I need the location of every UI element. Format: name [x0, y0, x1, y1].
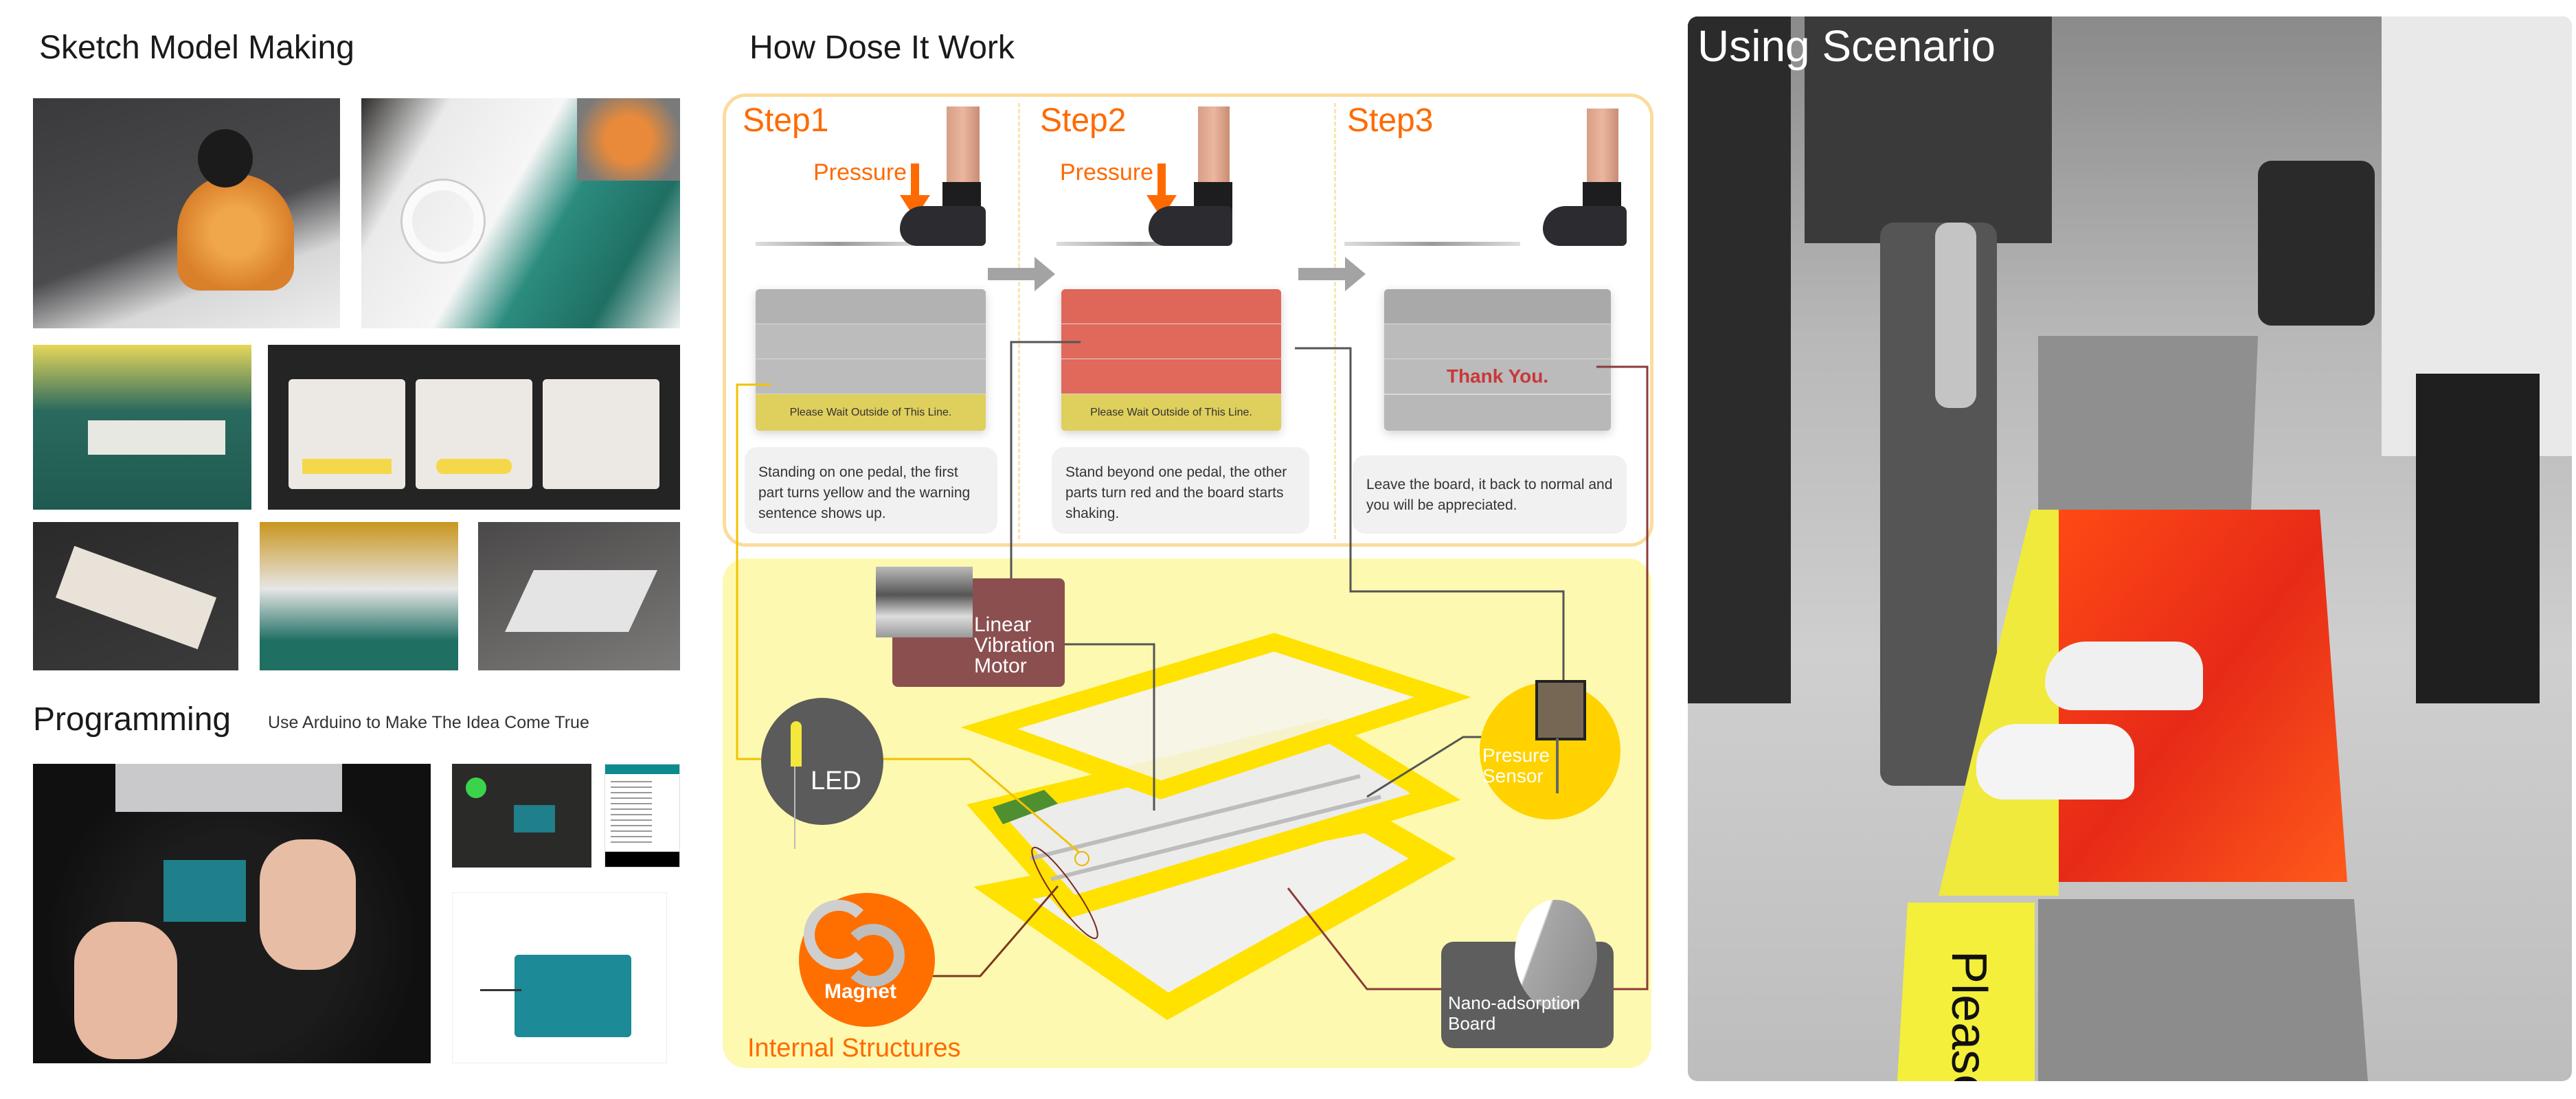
connector-sensor — [1295, 347, 1565, 680]
connector-motor-board — [1051, 643, 1155, 811]
sneaker-right — [2045, 642, 2203, 710]
led-callout — [761, 698, 883, 825]
warning-text: Please Wait Outside of This Line. — [756, 394, 986, 431]
board-state-step1: Please Wait Outside of This Line. — [756, 289, 986, 431]
photo-led-test — [452, 764, 591, 868]
led-icon — [791, 721, 802, 767]
board-state-step2: Please Wait Outside of This Line. — [1061, 289, 1281, 431]
motor-photo — [876, 567, 973, 637]
water-bottle — [1935, 223, 1976, 408]
scenario-photo: Please — [1688, 16, 2572, 1081]
next-step-arrow-icon — [988, 257, 1055, 291]
photo-circuit-diagram — [452, 892, 667, 1063]
yellow-warning-strip — [1939, 510, 2059, 896]
step-divider — [1018, 103, 1020, 539]
connector-motor — [1010, 341, 1081, 613]
step1-description: Standing on one pedal, the first part tu… — [745, 447, 997, 534]
thank-you-text: Thank You. — [1446, 365, 1549, 387]
step1-label: Step1 — [743, 102, 829, 139]
photo-paper-models — [268, 345, 680, 510]
sensor-label: Presure Sensor — [1482, 745, 1550, 786]
nano-board-label: Nano-adsorption Board — [1448, 993, 1581, 1034]
step2-label: Step2 — [1040, 102, 1127, 139]
sensor-wire — [1556, 738, 1559, 793]
section-title-scenario: Using Scenario — [1697, 21, 1996, 71]
magnet-icon — [841, 924, 905, 987]
photo-assembly — [260, 522, 458, 670]
sneaker-left — [1976, 724, 2134, 800]
photo-sketching-person — [33, 98, 340, 328]
step3-description: Leave the board, it back to normal and y… — [1353, 455, 1627, 534]
steps-panel — [723, 93, 1653, 547]
step-divider — [1334, 103, 1336, 539]
internal-structures-title: Internal Structures — [747, 1034, 961, 1063]
programming-subtitle: Use Arduino to Make The Idea Come True — [268, 713, 589, 732]
magnet-label: Magnet — [824, 980, 896, 1003]
photo-cutting-board — [361, 98, 680, 328]
connector-board — [1596, 365, 1649, 990]
photo-prototype-parts — [33, 345, 251, 510]
led-label: LED — [811, 767, 861, 795]
pressure-label-step1: Pressure — [813, 159, 907, 185]
led-leg — [794, 767, 795, 849]
nano-material-photo — [1515, 900, 1597, 1010]
section-title-programming: Programming — [33, 701, 231, 738]
mat-please-text: Please — [1941, 951, 1996, 1081]
yellow-please-tile — [1897, 903, 2035, 1081]
gray-mat-bottom — [2038, 899, 2368, 1081]
connector-magnet — [910, 885, 1059, 977]
photo-code-screen — [605, 764, 680, 868]
section-title-sketch: Sketch Model Making — [39, 30, 354, 66]
board-layer-top — [960, 633, 1471, 800]
magnet-highlight-ellipse — [1031, 846, 1098, 940]
motor-label: Linear Vibration Motor — [974, 613, 1055, 677]
next-step-arrow-icon — [1298, 257, 1366, 291]
photo-folded-models — [33, 522, 238, 670]
step2-description: Stand beyond one pedal, the other parts … — [1052, 447, 1309, 534]
photo-arduino-hands — [33, 764, 431, 1063]
board-state-step3: Thank You. — [1384, 289, 1611, 431]
pressure-sensor-icon — [1535, 680, 1586, 740]
warning-text: Please Wait Outside of This Line. — [1061, 394, 1281, 431]
photo-paper-fold — [478, 522, 680, 670]
pressure-label-step2: Pressure — [1060, 159, 1154, 185]
led-highlight-circle — [1074, 851, 1089, 866]
circuit-traces — [1030, 774, 1381, 881]
step3-label: Step3 — [1347, 102, 1434, 139]
gray-mat-top — [2038, 336, 2258, 510]
section-title-how-it-works: How Dose It Work — [749, 30, 1015, 66]
